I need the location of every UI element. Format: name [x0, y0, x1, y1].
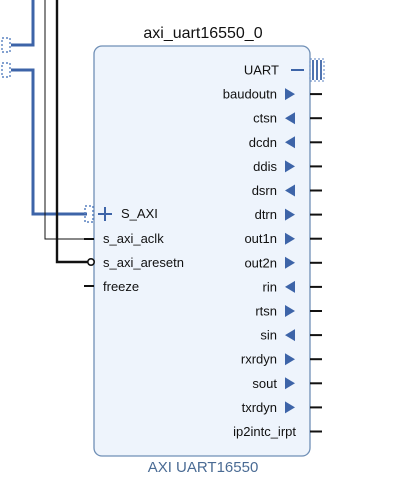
pin-s-axi[interactable]: S_AXI: [84, 205, 158, 223]
pin-dsrn[interactable]: dsrn: [252, 183, 322, 198]
pin-out1n[interactable]: out1n: [244, 231, 322, 246]
pin-label: baudoutn: [223, 87, 277, 102]
bus-connector-icon[interactable]: [84, 205, 94, 223]
pin-rin[interactable]: rin: [263, 279, 322, 294]
pin-label: dtrn: [255, 207, 277, 222]
top-bus-wire[interactable]: [11, 0, 35, 47]
pin-baudoutn[interactable]: baudoutn: [223, 87, 322, 102]
pin-label: ddis: [253, 159, 277, 174]
arrow-left-icon: [285, 329, 295, 342]
pin-ctsn[interactable]: ctsn: [253, 111, 322, 126]
pin-s-axi-aclk[interactable]: s_axi_aclk: [84, 231, 164, 246]
aresetn-wire[interactable]: [55, 0, 87, 264]
s-axi-bus-wire[interactable]: [11, 68, 87, 216]
arrow-right-icon: [285, 208, 295, 221]
arrow-left-icon: [285, 112, 295, 125]
pin-label: ip2intc_irpt: [233, 424, 296, 439]
pin-freeze[interactable]: freeze: [84, 279, 139, 294]
arrow-right-icon: [285, 160, 295, 173]
arrow-right-icon: [285, 256, 295, 269]
arrow-right-icon: [285, 232, 295, 245]
arrow-right-icon: [285, 353, 295, 366]
pin-label: txrdyn: [242, 400, 277, 415]
pin-label: S_AXI: [121, 206, 158, 221]
pin-ddis[interactable]: ddis: [253, 159, 322, 174]
pin-txrdyn[interactable]: txrdyn: [242, 400, 322, 415]
pin-uart[interactable]: UART: [244, 58, 325, 82]
external-wires: [1, 0, 87, 264]
pin-label: freeze: [103, 279, 139, 294]
pin-ip2intc-irpt[interactable]: ip2intc_irpt: [233, 424, 322, 439]
pin-label: UART: [244, 63, 279, 78]
arrow-right-icon: [285, 88, 295, 101]
aclk-wire[interactable]: [44, 0, 87, 240]
arrow-right-icon: [285, 377, 295, 390]
pin-label: s_axi_aresetn: [103, 255, 184, 270]
right-pins: UART baudoutn ctsn dcdn ddis dsrn dtrn out1n out…: [223, 58, 325, 439]
pin-label: ctsn: [253, 111, 277, 126]
block-ip-name[interactable]: AXI UART16550: [148, 459, 259, 476]
left-pins: S_AXI s_axi_aclk s_axi_aresetn freeze: [84, 205, 184, 294]
arrow-right-icon: [285, 305, 295, 317]
pin-out2n[interactable]: out2n: [244, 255, 322, 270]
pin-dcdn[interactable]: dcdn: [249, 135, 322, 150]
pin-label: rin: [263, 279, 277, 294]
arrow-right-icon: [285, 401, 295, 414]
bus-plus-icon[interactable]: [98, 207, 112, 221]
arrow-left-icon: [285, 184, 295, 197]
pin-label: sout: [252, 376, 277, 391]
pin-sout[interactable]: sout: [252, 376, 322, 391]
bus-connector-icon[interactable]: [309, 58, 325, 82]
inversion-bubble-icon: [87, 257, 96, 266]
bus-connector-icon[interactable]: [1, 37, 11, 53]
pin-s-axi-aresetn[interactable]: s_axi_aresetn: [84, 255, 184, 270]
pin-label: out2n: [244, 255, 277, 270]
pin-label: sin: [260, 328, 277, 343]
pin-rxrdyn[interactable]: rxrdyn: [241, 352, 322, 367]
bus-connector-icon[interactable]: [1, 62, 11, 78]
pin-label: dcdn: [249, 135, 277, 150]
arrow-left-icon: [285, 136, 295, 149]
pin-label: rtsn: [255, 304, 277, 319]
arrow-left-icon: [285, 280, 295, 293]
pin-dtrn[interactable]: dtrn: [255, 207, 322, 222]
block-instance-name[interactable]: axi_uart16550_0: [143, 25, 262, 42]
pin-sin[interactable]: sin: [260, 328, 322, 343]
pin-rtsn[interactable]: rtsn: [255, 304, 322, 319]
pin-label: s_axi_aclk: [103, 231, 164, 246]
pin-label: rxrdyn: [241, 352, 277, 367]
pin-label: out1n: [244, 231, 277, 246]
ip-block-body[interactable]: [93, 45, 311, 457]
pin-label: dsrn: [252, 183, 277, 198]
